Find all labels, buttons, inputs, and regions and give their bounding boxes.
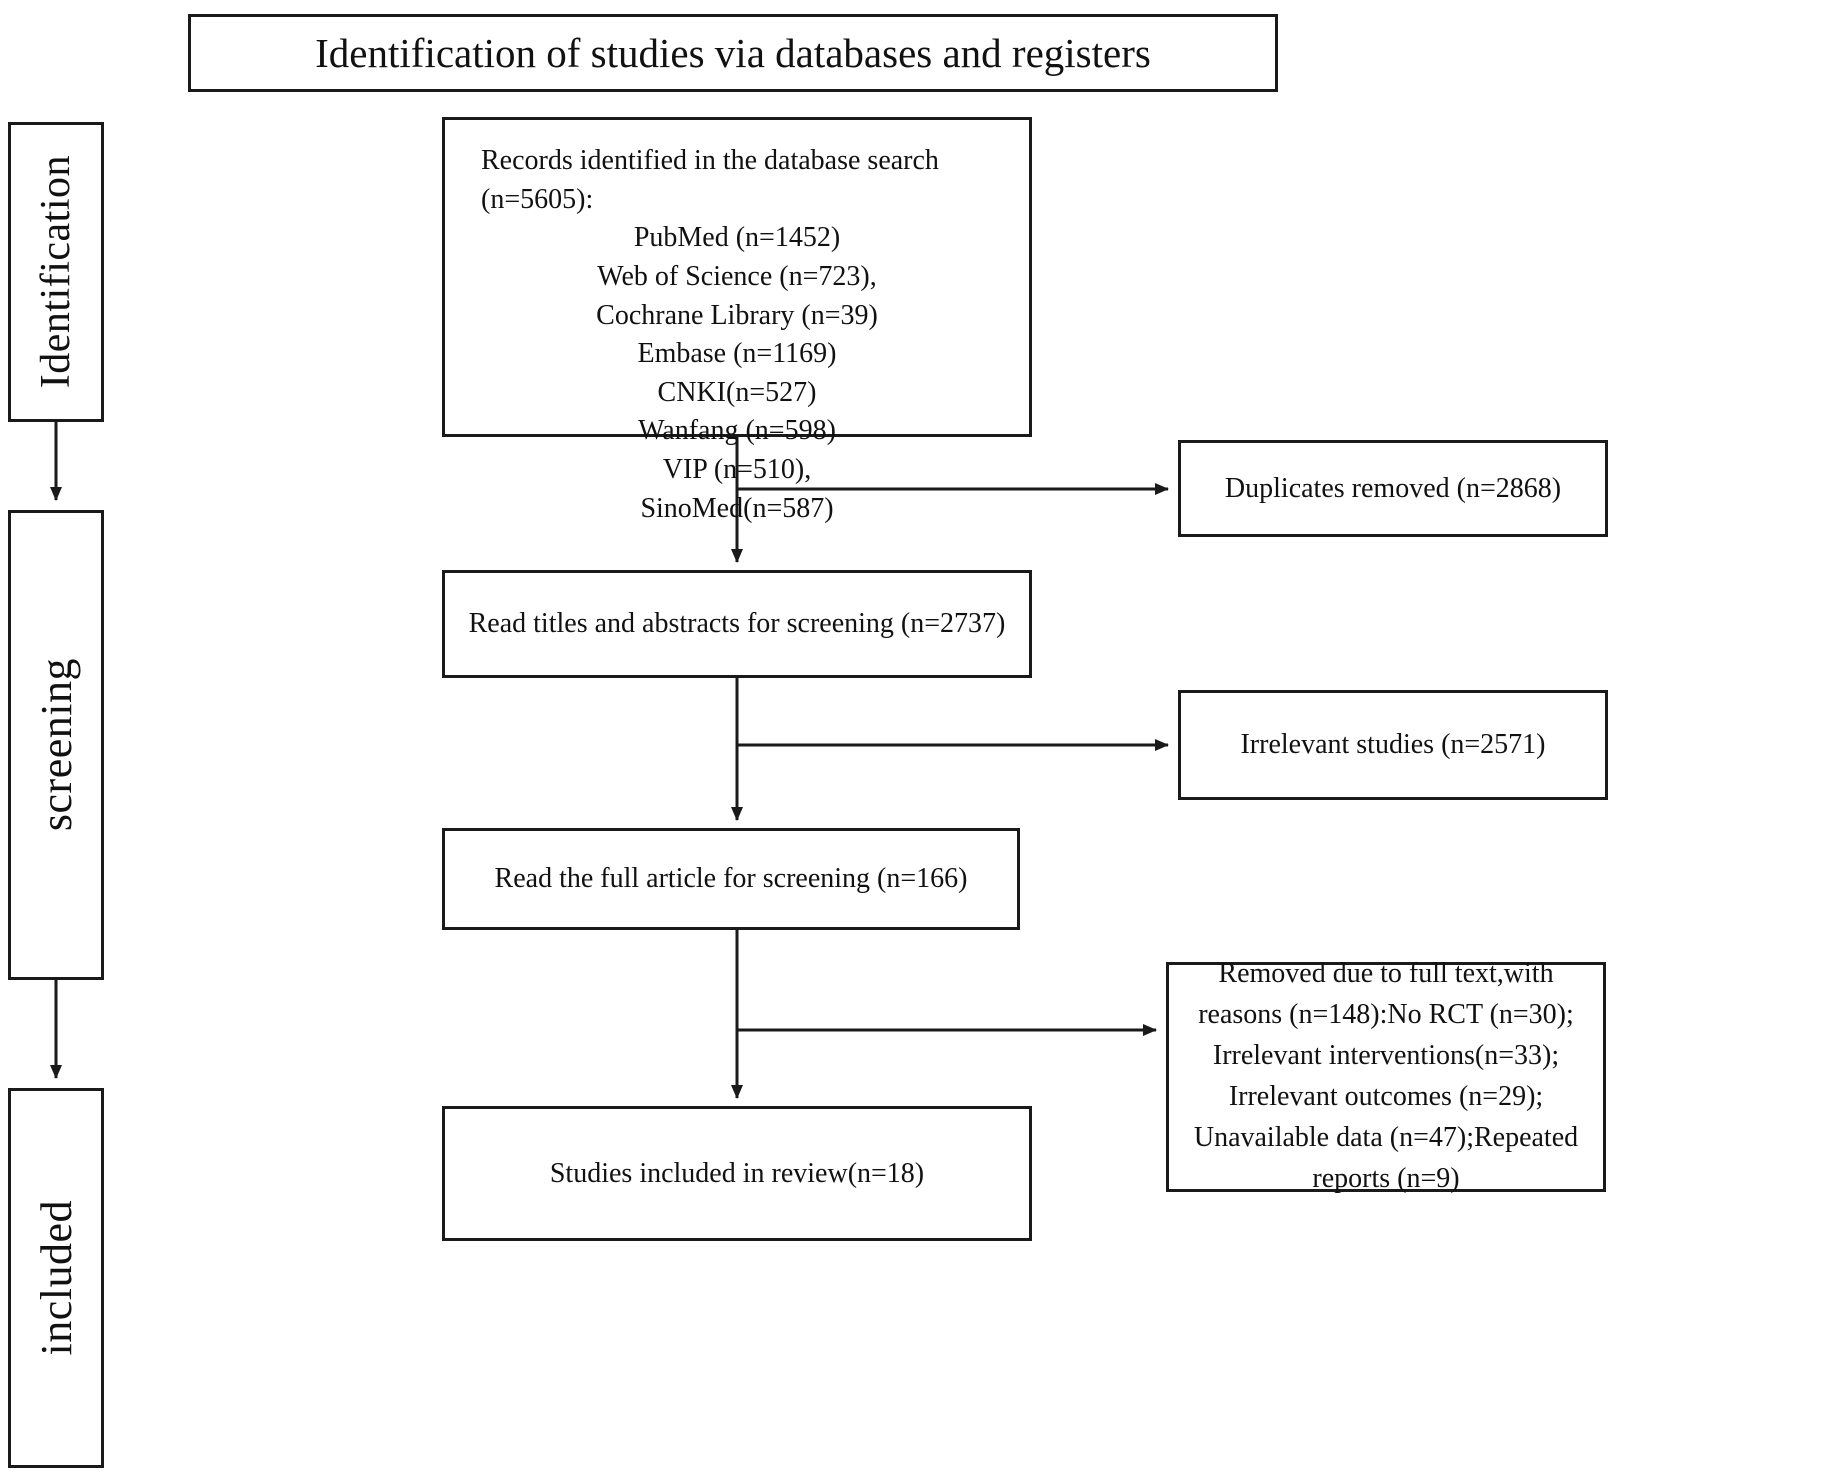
studies-included-text: Studies included in review(n=18)	[549, 1157, 925, 1189]
duplicates-removed-text: Duplicates removed (n=2868)	[1224, 472, 1562, 504]
source-vip: VIP (n=510),	[662, 454, 812, 485]
records-header: Records identified in the database searc…	[481, 145, 939, 215]
records-identified-text: Records identified in the database searc…	[445, 142, 1029, 528]
page-title: Identification of studies via databases …	[315, 29, 1151, 76]
stage-label-screening: screening	[8, 510, 104, 980]
irrelevant-studies-text: Irrelevant studies (n=2571)	[1240, 729, 1546, 761]
full-article-screening-box: Read the full article for screening (n=1…	[442, 828, 1020, 930]
irrelevant-studies-box: Irrelevant studies (n=2571)	[1178, 690, 1608, 800]
reason-line-5: Unavailable data (n=47);Repeated	[1193, 1121, 1579, 1153]
reason-line-6: reports (n=9)	[1312, 1162, 1460, 1194]
removed-with-reasons-text: Removed due to full text,with reasons (n…	[1169, 954, 1603, 1199]
source-cochrane-library: Cochrane Library (n=39)	[596, 299, 878, 331]
full-article-screening-text: Read the full article for screening (n=1…	[494, 863, 968, 895]
studies-included-box: Studies included in review(n=18)	[442, 1106, 1032, 1241]
reason-line-3: Irrelevant interventions(n=33);	[1212, 1040, 1560, 1072]
stage-identification-text: Identification	[33, 155, 79, 389]
source-embase: Embase (n=1169)	[637, 338, 837, 370]
source-sinomed: SinoMed(n=587)	[640, 492, 834, 524]
titles-abstracts-screening-text: Read titles and abstracts for screening …	[468, 608, 1006, 640]
stage-included-text: included	[31, 1200, 81, 1356]
diagram-title-box: Identification of studies via databases …	[188, 14, 1278, 92]
records-identified-box: Records identified in the database searc…	[442, 117, 1032, 524]
source-wanfang: Wanfang (n=598)	[638, 415, 836, 447]
removed-with-reasons-box: Removed due to full text,with reasons (n…	[1166, 958, 1606, 1194]
stage-screening-text: screening	[31, 658, 81, 832]
stage-label-included: included	[8, 1088, 104, 1468]
source-cnki: CNKI(n=527)	[657, 376, 817, 408]
source-pubmed: PubMed (n=1452)	[633, 222, 841, 254]
reason-line-4: Irrelevant outcomes (n=29);	[1228, 1081, 1544, 1112]
reason-line-1: Removed due to full text,with	[1218, 958, 1554, 990]
reason-line-2: reasons (n=148):No RCT (n=30);	[1198, 999, 1574, 1031]
titles-abstracts-screening-box: Read titles and abstracts for screening …	[442, 570, 1032, 678]
stage-label-identification: Identification	[8, 122, 104, 422]
duplicates-removed-box: Duplicates removed (n=2868)	[1178, 440, 1608, 537]
source-web-of-science: Web of Science (n=723),	[597, 260, 877, 292]
